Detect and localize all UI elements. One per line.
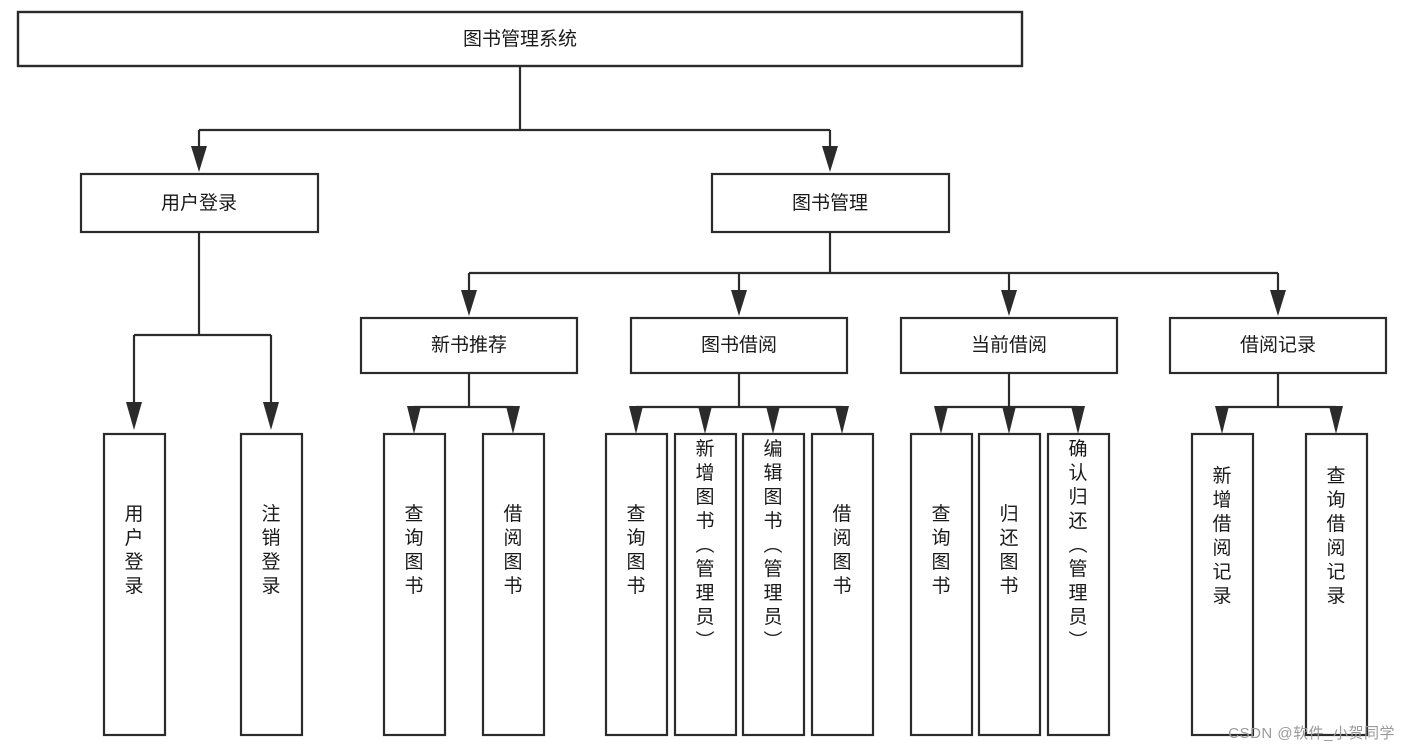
leaf-query-book-1[interactable]: 查询图书 — [382, 432, 447, 737]
node-book-borrow-box[interactable] — [629, 316, 849, 375]
arrowhead-user-login-leaf-1 — [126, 402, 142, 430]
leaf-confirm-return[interactable]: 确认归还︵管理员︶ — [1046, 432, 1111, 737]
leaf-add-book[interactable]: 新增图书︵管理员︶ — [673, 432, 738, 737]
arrowhead-bb-leaf-3 — [766, 406, 780, 434]
leaf-add-record-label: 新增借阅记录 — [1212, 465, 1231, 607]
arrowhead-to-current-borrow — [1001, 290, 1017, 316]
arrowhead-to-book-manage — [822, 146, 838, 172]
node-user-login-label: 用户登录 — [161, 192, 237, 214]
node-book-manage-label: 图书管理 — [792, 192, 868, 214]
leaf-user-login-label: 用户登录 — [124, 504, 143, 597]
leaf-borrow-book-2[interactable]: 借阅图书 — [810, 432, 875, 737]
leaf-borrow-book-1-label: 借阅图书 — [503, 503, 522, 597]
node-book-borrow-label: 图书借阅 — [701, 334, 777, 356]
leaf-query-record[interactable]: 查询借阅记录 — [1304, 432, 1369, 737]
node-new-book-recommend-box[interactable] — [359, 316, 579, 375]
leaf-query-book-2[interactable]: 查询图书 — [604, 432, 669, 737]
node-borrow-record[interactable]: 借阅记录 — [1168, 316, 1388, 375]
leaf-user-logout[interactable]: 注销登录 — [239, 432, 304, 737]
node-book-manage-box[interactable] — [710, 172, 951, 234]
node-current-borrow-label: 当前借阅 — [971, 334, 1047, 356]
node-book-borrow[interactable]: 图书借阅 — [629, 316, 849, 375]
arrowhead-cb-leaf-1 — [934, 406, 948, 434]
node-current-borrow[interactable]: 当前借阅 — [899, 316, 1119, 375]
arrowhead-to-new-book-recommend — [461, 290, 477, 316]
arrowhead-nbr-leaf-2 — [506, 406, 520, 434]
leaf-query-book-3-box[interactable] — [909, 432, 974, 737]
node-root[interactable]: 图书管理系统 — [16, 10, 1024, 68]
node-borrow-record-box[interactable] — [1168, 316, 1388, 375]
leaf-query-book-3[interactable]: 查询图书 — [909, 432, 974, 737]
node-current-borrow-box[interactable] — [899, 316, 1119, 375]
leaf-user-login[interactable]: 用户登录 — [102, 432, 167, 737]
leaf-borrow-book-1-box[interactable] — [481, 432, 546, 737]
leaf-return-book-box[interactable] — [977, 432, 1042, 737]
node-root-label: 图书管理系统 — [463, 28, 577, 50]
leaf-borrow-book-2-box[interactable] — [810, 432, 875, 737]
leaf-user-logout-box[interactable] — [239, 432, 304, 737]
arrowheads-layer — [126, 146, 1343, 434]
arrowhead-bb-leaf-1 — [629, 406, 643, 434]
csdn-watermark: CSDN @软件_小贺同学 — [1228, 725, 1395, 742]
arrowhead-cb-leaf-3 — [1071, 406, 1085, 434]
leaf-query-book-1-box[interactable] — [382, 432, 447, 737]
leaf-add-book-box[interactable] — [673, 432, 738, 737]
node-new-book-recommend-label: 新书推荐 — [431, 334, 507, 356]
arrowhead-to-book-borrow — [731, 290, 747, 316]
node-new-book-recommend[interactable]: 新书推荐 — [359, 316, 579, 375]
leaf-edit-book-label: 编辑图书︵管理员︶ — [763, 438, 782, 652]
leaf-query-record-box[interactable] — [1304, 432, 1369, 737]
node-book-manage[interactable]: 图书管理 — [710, 172, 951, 234]
arrowhead-to-borrow-record — [1270, 290, 1286, 316]
leaf-add-record[interactable]: 新增借阅记录 — [1190, 432, 1255, 737]
leaf-return-book-label: 归还图书 — [999, 503, 1018, 597]
leaf-query-book-2-label: 查询图书 — [626, 503, 645, 597]
node-borrow-record-label: 借阅记录 — [1240, 334, 1316, 356]
node-user-login[interactable]: 用户登录 — [79, 172, 320, 234]
connectors-layer — [132, 66, 1338, 430]
leaf-edit-book-box[interactable] — [741, 432, 806, 737]
leaf-query-book-3-label: 查询图书 — [931, 503, 950, 597]
leaf-add-record-box[interactable] — [1190, 432, 1255, 737]
node-root-box[interactable] — [16, 10, 1024, 68]
leaf-confirm-return-box[interactable] — [1046, 432, 1111, 737]
leaf-add-book-label: 新增图书︵管理员︶ — [695, 438, 714, 652]
arrowhead-user-login-leaf-2 — [263, 402, 279, 430]
arrowhead-to-user-login — [191, 146, 207, 172]
leaf-query-book-1-label: 查询图书 — [404, 503, 423, 597]
leaf-user-login-box[interactable] — [102, 432, 167, 737]
leaf-borrow-book-2-label: 借阅图书 — [832, 503, 851, 597]
leaf-confirm-return-label: 确认归还︵管理员︶ — [1068, 438, 1087, 652]
arrowhead-br-leaf-1 — [1215, 406, 1229, 434]
arrowhead-br-leaf-2 — [1329, 406, 1343, 434]
leaf-user-logout-label: 注销登录 — [261, 503, 280, 597]
node-user-login-box[interactable] — [79, 172, 320, 234]
arrowhead-nbr-leaf-1 — [407, 406, 421, 434]
arrowhead-bb-leaf-4 — [835, 406, 849, 434]
arrowhead-cb-leaf-2 — [1002, 406, 1016, 434]
leaf-return-book[interactable]: 归还图书 — [977, 432, 1042, 737]
arrowhead-bb-leaf-2 — [698, 406, 712, 434]
leaf-edit-book[interactable]: 编辑图书︵管理员︶ — [741, 432, 806, 737]
leaf-borrow-book-1[interactable]: 借阅图书 — [481, 432, 546, 737]
leaf-query-book-2-box[interactable] — [604, 432, 669, 737]
leaf-query-record-label: 查询借阅记录 — [1326, 465, 1345, 607]
